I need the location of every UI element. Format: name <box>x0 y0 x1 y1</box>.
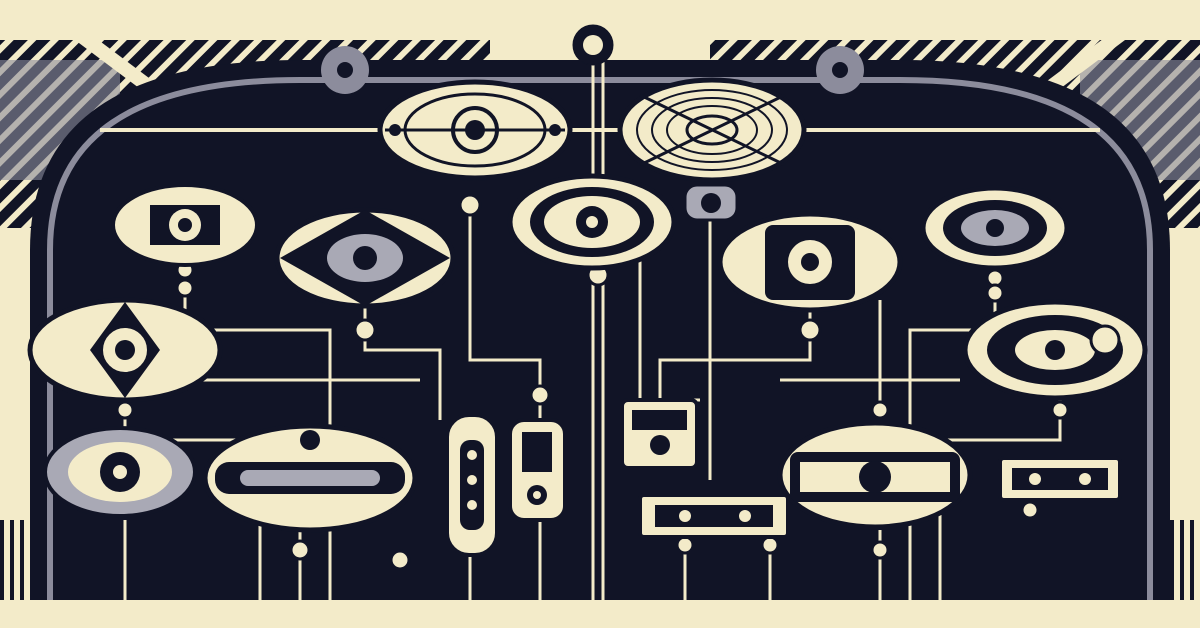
art-deco-speaker-icon <box>717 211 903 313</box>
pendant-lamp-icon <box>683 183 739 222</box>
record-player-disc-icon <box>962 299 1148 401</box>
portable-media-player-icon <box>508 418 567 522</box>
compass-medallion-icon <box>377 79 573 181</box>
gear-dial-icon <box>920 185 1070 271</box>
antenna-node-icon <box>572 24 614 66</box>
remote-control-icon <box>445 413 499 557</box>
turntable-dial-icon <box>507 173 677 271</box>
vinyl-record-icon <box>617 77 807 183</box>
vintage-radio-icon <box>777 420 973 530</box>
cassette-tape-icon <box>638 493 790 539</box>
compass-star-medallion-icon <box>27 297 223 403</box>
mp3-player-icon <box>620 398 699 470</box>
cassette-deck-icon <box>998 456 1122 502</box>
radio-receiver-icon <box>202 423 418 533</box>
speaker-medallion-icon <box>111 183 259 267</box>
speaker-cone-icon <box>43 426 197 518</box>
circuit-traces-icon <box>123 45 1062 600</box>
vinyl-disc-medallion-icon <box>274 207 456 309</box>
